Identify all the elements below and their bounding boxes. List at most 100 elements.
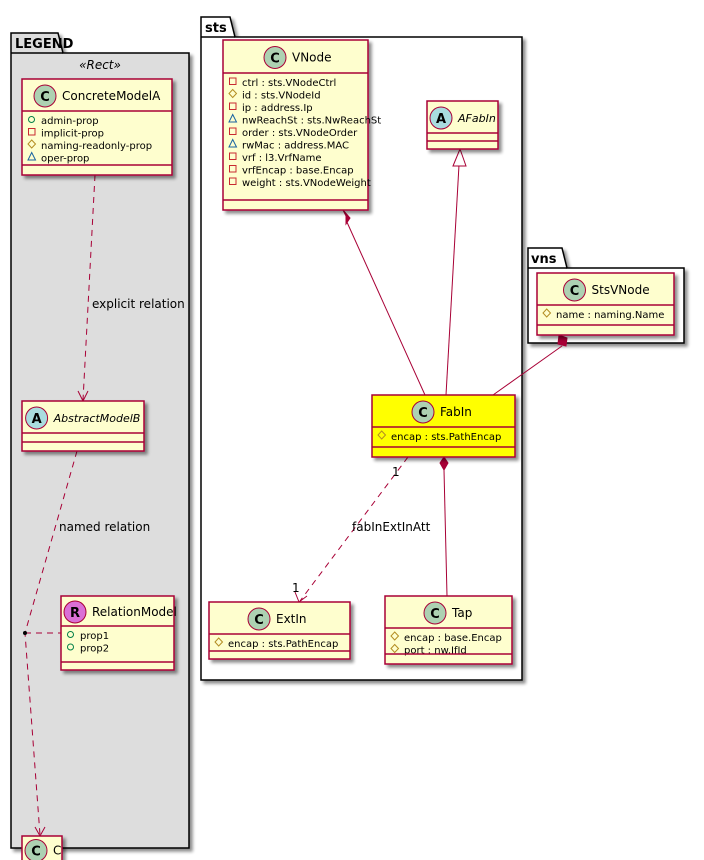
class-kind-letter: R	[70, 606, 80, 621]
class-circle-icon	[33, 84, 57, 108]
class-circle-icon	[411, 400, 435, 424]
generalization-triangle-icon	[452, 147, 467, 167]
class-attribute: prop1	[80, 631, 109, 642]
class-c[interactable]: CC	[21, 835, 63, 860]
circle-icon	[28, 116, 35, 123]
class-attribute: encap : sts.PathEncap	[228, 639, 338, 650]
class-box	[222, 39, 369, 211]
class-name: StsVNode	[592, 283, 650, 297]
class-attribute: nwReachSt : sts.NwReachSt	[242, 116, 381, 127]
class-name: FabIn	[440, 405, 472, 419]
label-named-relation: named relation	[59, 520, 150, 534]
class-kind-letter: A	[436, 112, 446, 127]
relation-circle-icon	[63, 600, 87, 624]
package-legend-stereotype: «Rect»	[79, 58, 121, 72]
square-icon	[229, 165, 237, 173]
class-kind-letter: C	[31, 845, 41, 860]
class-name: RelationModel	[92, 605, 177, 619]
class-layer: ConcreteModelACadmin-propimplicit-propna…	[21, 39, 675, 860]
class-circle-icon	[423, 601, 447, 625]
edge-vnode-fabin	[345, 219, 426, 396]
class-a-fab-in[interactable]: AFabIn A	[426, 100, 499, 150]
class-attribute: weight : sts.VNodeWeight	[242, 178, 371, 189]
class-name: ExtIn	[276, 612, 307, 626]
edge-fabin-afabin	[445, 164, 460, 396]
class-kind-letter: C	[430, 607, 440, 622]
class-concrete-model-a[interactable]: ConcreteModelACadmin-propimplicit-propna…	[21, 78, 173, 176]
square-icon	[28, 128, 36, 136]
square-icon	[229, 102, 237, 110]
diamond-icon	[214, 637, 224, 647]
class-circle-icon	[263, 46, 287, 69]
edges	[23, 147, 568, 838]
edge-fabin-tap	[443, 469, 448, 597]
circle-icon	[67, 631, 74, 638]
package-legend-title: LEGEND	[15, 37, 74, 52]
class-circle-icon	[24, 839, 48, 860]
class-attribute: ip : address.Ip	[242, 103, 313, 114]
class-attribute: encap : sts.PathEncap	[391, 432, 501, 443]
diamond-icon	[390, 643, 400, 654]
class-attribute: vrf : l3.VrfName	[242, 153, 322, 164]
square-icon	[229, 177, 237, 185]
diamond-icon	[542, 308, 552, 318]
edge-fabin-extin	[299, 456, 409, 602]
class-attribute: ctrl : sts.VNodeCtrl	[242, 78, 336, 89]
square-icon	[229, 77, 237, 85]
square-icon	[229, 152, 237, 160]
abstract-circle-icon	[429, 106, 453, 130]
class-name: C	[53, 844, 61, 858]
class-circle-icon	[247, 607, 271, 631]
class-attribute: prop2	[80, 644, 109, 655]
edge-explicit-relation	[82, 174, 96, 401]
class-attribute: implicit-prop	[41, 129, 104, 140]
class-kind-letter: C	[40, 90, 50, 105]
class-attribute: port : nw.IfId	[404, 646, 467, 657]
circle-icon	[67, 643, 74, 651]
class-kind-letter: C	[270, 52, 280, 67]
composition-diamond-icon	[342, 209, 351, 226]
class-kind-letter: C	[570, 284, 580, 299]
label-fabin-extin: fabInExtInAtt	[352, 520, 431, 534]
package-sts-title: sts	[205, 21, 227, 36]
class-attribute: id : sts.VNodeId	[242, 91, 321, 102]
class-attribute: order : sts.VNodeOrder	[242, 128, 358, 139]
class-box	[384, 595, 513, 665]
label-explicit-relation: explicit relation	[92, 297, 185, 311]
edge-stsvnode-fabin	[492, 345, 563, 396]
diamond-icon	[377, 430, 387, 440]
diamond-icon	[27, 139, 37, 149]
class-attribute: naming-readonly-prop	[41, 141, 152, 152]
triangle-icon	[27, 151, 37, 161]
triangle-icon	[228, 113, 238, 123]
class-attribute: oper-prop	[41, 154, 89, 165]
package-vns-title: vns	[531, 252, 557, 267]
class-kind-letter: A	[32, 412, 42, 427]
relation-junction-dot	[23, 631, 27, 635]
square-icon	[229, 127, 237, 135]
diamond-icon	[228, 88, 238, 99]
diamond-icon	[390, 631, 400, 641]
class-name: AFabIn	[457, 112, 496, 125]
class-attribute: vrfEncap : base.Encap	[242, 166, 354, 177]
class-kind-letter: C	[418, 406, 428, 421]
composition-diamond-icon	[557, 334, 568, 347]
class-attribute: encap : base.Encap	[404, 633, 502, 644]
abstract-circle-icon	[25, 406, 49, 430]
class-attribute: rwMac : address.MAC	[242, 141, 349, 152]
triangle-icon	[228, 138, 238, 148]
class-circle-icon	[563, 278, 586, 302]
class-attribute: name : naming.Name	[556, 310, 664, 321]
class-name: VNode	[292, 51, 332, 65]
composition-diamond-icon	[439, 456, 449, 472]
class-name: Tap	[451, 606, 472, 620]
class-box	[208, 601, 351, 660]
class-name: ConcreteModelA	[62, 89, 161, 103]
